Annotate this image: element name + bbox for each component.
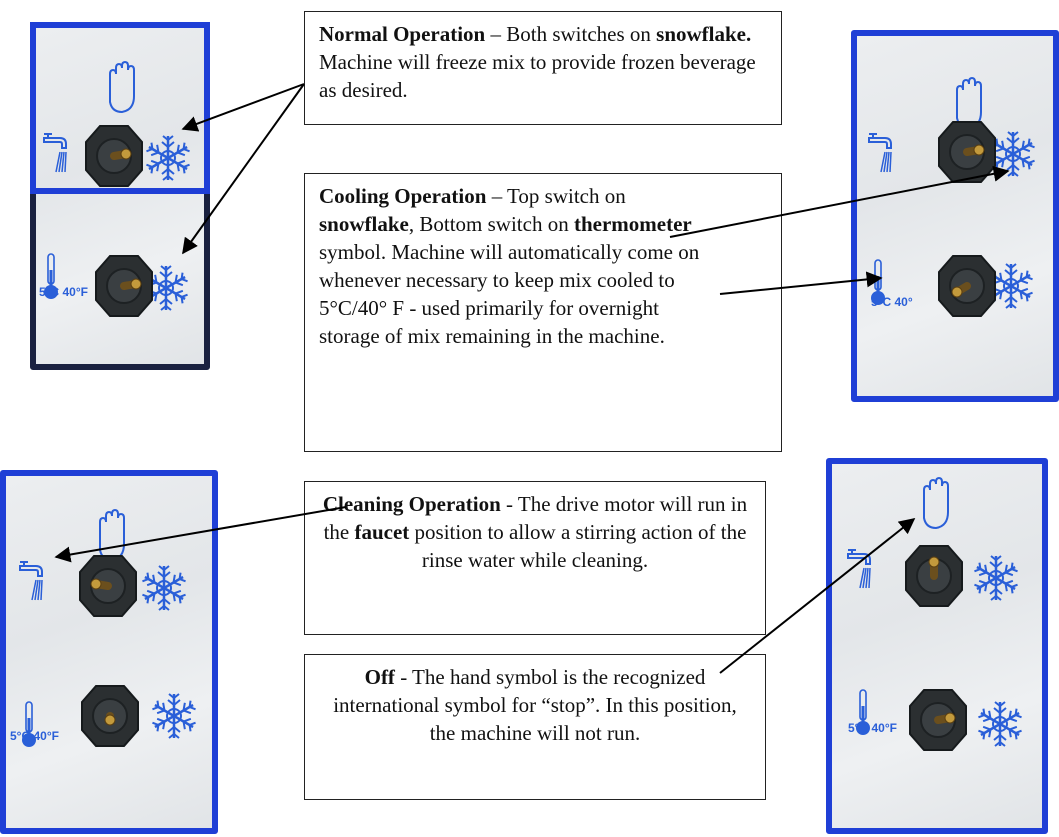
- snowflake-icon: [152, 693, 196, 739]
- panel-off: 5°C 40°F: [826, 458, 1048, 834]
- temperature-label: 5°C 40°F: [848, 721, 897, 735]
- panel-cooling: 5°C 40°: [851, 30, 1059, 402]
- top-toggle-switch: [79, 555, 137, 617]
- callout-normal-text-2: Machine will freeze mix to provide froze…: [319, 50, 756, 102]
- thermometer-icon: [22, 701, 36, 747]
- callout-cleaning-bold: faucet: [354, 520, 410, 544]
- top-toggle-switch: [905, 545, 963, 607]
- hand-icon: [99, 508, 125, 562]
- faucet-icon: [868, 133, 892, 173]
- callout-normal-title: Normal Operation: [319, 22, 486, 46]
- callout-cooling-title: Cooling Operation: [319, 184, 487, 208]
- panel-cleaning: 5°C 40°F: [0, 470, 218, 834]
- top-toggle-switch: [85, 125, 143, 187]
- callout-cooling-bold-2: thermometer: [573, 212, 692, 236]
- callout-cleaning-title: Cleaning Operation: [322, 492, 501, 516]
- callout-cleaning: Cleaning Operation - The drive motor wil…: [304, 481, 766, 635]
- hand-icon: [109, 60, 135, 114]
- temperature-label: 5°C 40°: [871, 295, 913, 309]
- thermometer-icon: [44, 253, 58, 299]
- temperature-label: 5°C 40°F: [39, 285, 88, 299]
- callout-off-title: Off: [364, 665, 395, 689]
- bottom-toggle-switch: [938, 255, 996, 317]
- callout-normal-text: – Both switches on: [485, 22, 657, 46]
- callout-cooling-text-3: symbol. Machine will automatically come …: [319, 240, 700, 348]
- callout-cooling-bold: snowflake: [319, 212, 409, 236]
- snowflake-icon: [978, 701, 1022, 747]
- bottom-toggle-switch: [909, 689, 967, 751]
- panel-cooling-art: 5°C 40°: [868, 76, 1035, 317]
- snowflake-icon: [142, 565, 186, 611]
- panel-normal: 5°C 40°F: [30, 22, 210, 370]
- snowflake-icon: [974, 555, 1018, 601]
- bottom-toggle-switch: [95, 255, 153, 317]
- panel-off-art: 5°C 40°F: [847, 476, 1022, 751]
- callout-normal: Normal Operation – Both switches on snow…: [304, 11, 782, 125]
- temperature-label: 5°C 40°F: [10, 729, 59, 743]
- callout-off-text: - The hand symbol is the recognized inte…: [333, 665, 737, 745]
- thermometer-icon: [856, 689, 870, 735]
- faucet-icon: [43, 133, 67, 173]
- faucet-icon: [847, 549, 871, 589]
- callout-normal-bold: snowflake.: [656, 22, 752, 46]
- callout-cooling-text: – Top switch on: [486, 184, 626, 208]
- bottom-toggle-switch: [81, 685, 139, 747]
- panel-normal-art: 5°C 40°F: [39, 60, 190, 317]
- panel-normal-highlight: [30, 22, 210, 194]
- hand-icon: [956, 76, 982, 130]
- top-toggle-switch: [938, 121, 996, 183]
- faucet-icon: [19, 561, 43, 601]
- callout-cooling: Cooling Operation – Top switch on snowfl…: [304, 173, 782, 452]
- snowflake-icon: [991, 131, 1035, 177]
- callout-off: Off - The hand symbol is the recognized …: [304, 654, 766, 800]
- callout-cooling-text-2: , Bottom switch on: [408, 212, 574, 236]
- callout-cleaning-text-2: position to allow a stirring action of t…: [409, 520, 747, 572]
- hand-icon: [923, 476, 949, 530]
- panel-cleaning-art: 5°C 40°F: [10, 508, 196, 747]
